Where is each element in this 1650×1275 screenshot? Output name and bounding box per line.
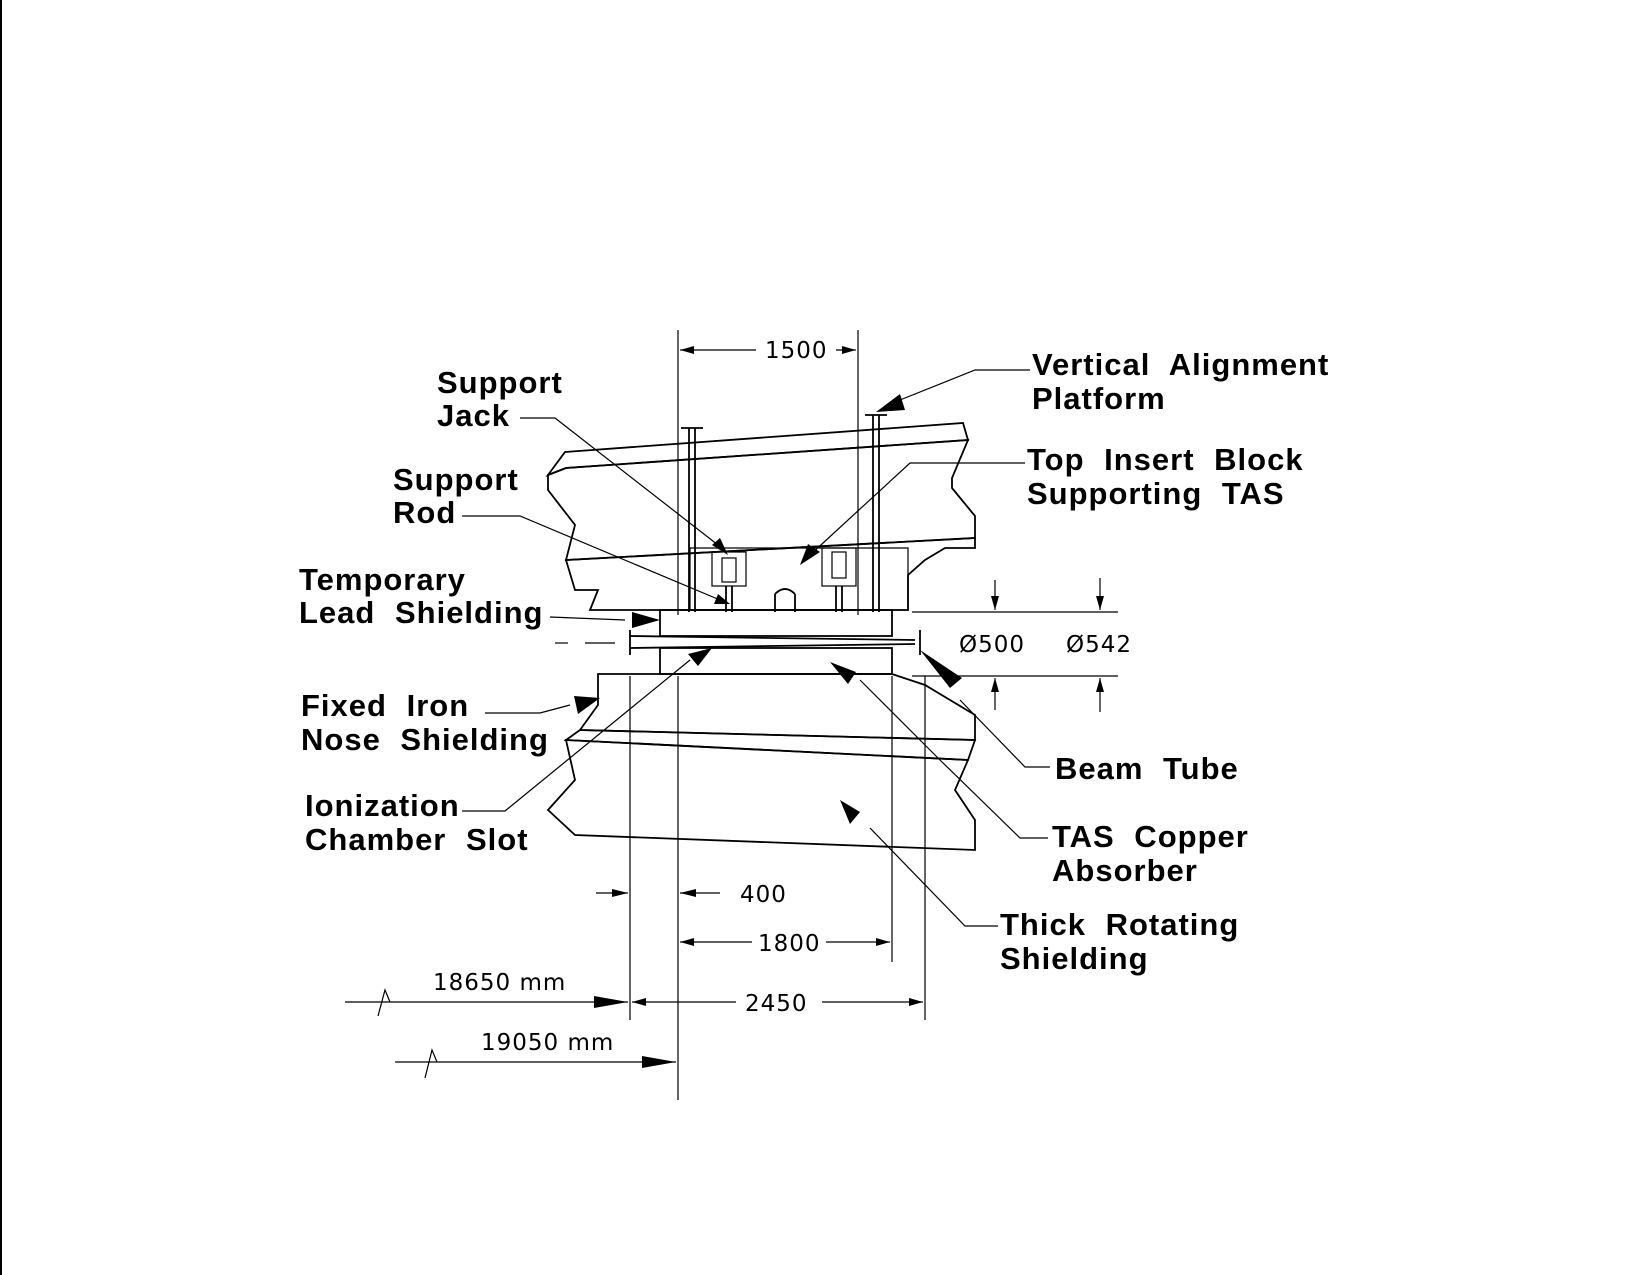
label-support-jack-1: Support xyxy=(437,365,563,400)
dim-1800: 1800 xyxy=(758,931,821,957)
dimension-values: 1500 400 1800 2450 18650 mm 19050 mm Ø50… xyxy=(433,338,1132,1056)
dim-diameter-500: Ø500 xyxy=(959,632,1025,658)
dim-diameter-542: Ø542 xyxy=(1066,632,1132,658)
dim-400: 400 xyxy=(740,882,787,908)
label-thick-rotating-1: Thick Rotating xyxy=(1000,907,1239,942)
label-top-insert-1: Top Insert Block xyxy=(1027,442,1304,477)
tas-copper-absorber xyxy=(659,609,893,675)
beam-tube xyxy=(629,630,921,655)
label-ionization-1: Ionization xyxy=(305,788,460,823)
label-temporary-lead-2: Lead Shielding xyxy=(299,595,543,630)
support-jacks xyxy=(711,547,857,612)
label-temporary-lead-1: Temporary xyxy=(299,562,466,597)
label-beam-tube: Beam Tube xyxy=(1055,751,1239,786)
label-support-jack-2: Jack xyxy=(437,398,510,433)
top-shielding-block xyxy=(545,422,976,611)
label-vertical-alignment-1: Vertical Alignment xyxy=(1032,347,1329,382)
thick-rotating-shielding xyxy=(546,729,977,851)
dim-2450: 2450 xyxy=(745,991,808,1017)
label-support-rod-2: Rod xyxy=(393,495,456,530)
label-fixed-iron-1: Fixed Iron xyxy=(301,688,469,723)
dim-18650: 18650 mm xyxy=(433,970,566,996)
fixed-iron-nose-shielding xyxy=(578,673,976,741)
labels: Support Jack Support Rod Temporary Lead … xyxy=(299,347,1329,976)
label-tas-copper-2: Absorber xyxy=(1052,853,1198,888)
dim-1500: 1500 xyxy=(765,338,828,364)
label-ionization-2: Chamber Slot xyxy=(305,822,529,857)
label-support-rod-1: Support xyxy=(393,462,519,497)
support-rods xyxy=(681,414,887,612)
label-thick-rotating-2: Shielding xyxy=(1000,941,1149,976)
dimension-lines xyxy=(345,330,1118,1100)
leader-lines xyxy=(462,369,1050,927)
label-top-insert-2: Supporting TAS xyxy=(1027,476,1285,511)
label-fixed-iron-2: Nose Shielding xyxy=(301,722,549,757)
label-tas-copper-1: TAS Copper xyxy=(1052,819,1249,854)
dim-19050: 19050 mm xyxy=(481,1030,614,1056)
label-vertical-alignment-2: Platform xyxy=(1032,381,1166,416)
